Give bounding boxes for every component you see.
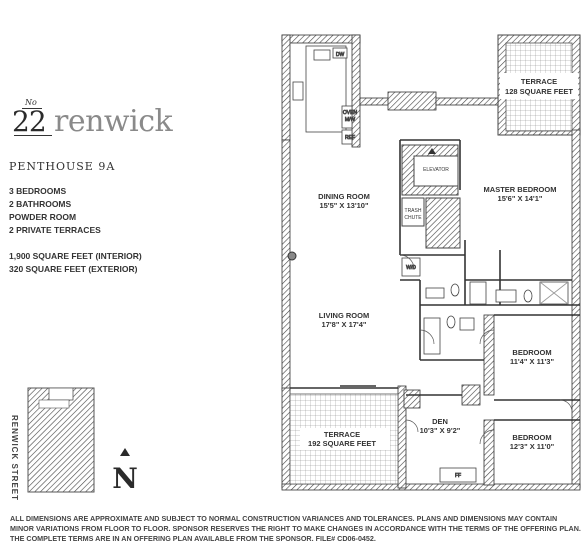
dishwasher-label: DW: [336, 52, 345, 58]
terrace-bottom-size: 192 SQUARE FEET: [308, 439, 376, 448]
feature-item: 2 PRIVATE TERRACES: [9, 225, 101, 235]
refrigerator-icon: [341, 129, 353, 145]
bedroom-3-size: 12'3" X 11'0": [510, 442, 555, 451]
dishwasher-icon: [332, 47, 348, 59]
elevator-arrow-icon: [428, 148, 436, 154]
terrace-top-name: TERRACE: [521, 77, 557, 86]
feature-list: 3 BEDROOMS 2 BATHROOMS POWDER ROOM 2 PRI…: [9, 185, 101, 237]
terrace-top: TERRACE 128 SQUARE FEET: [497, 34, 581, 136]
chute-label: CHUTE: [404, 215, 422, 221]
dining-room-name: DINING ROOM: [318, 192, 370, 201]
closet-label: FF: [455, 473, 461, 479]
hall-sink-icon: [459, 317, 475, 331]
hall-toilet-icon: [446, 315, 456, 329]
hall-bathtub-icon: [423, 317, 441, 355]
compass-letter: N: [112, 462, 138, 495]
bathtub-icon: [469, 281, 487, 305]
terrace-bottom-name: TERRACE: [324, 430, 360, 439]
brand-logo: No 22 renwick: [12, 98, 212, 138]
master-vanity-icon: [495, 289, 517, 303]
door-swings: [399, 254, 573, 445]
bedroom-3-name: BEDROOM: [512, 433, 551, 442]
master-bedroom-name: MASTER BEDROOM: [484, 185, 557, 194]
area-list: 1,900 SQUARE FEET (INTERIOR) 320 SQUARE …: [9, 250, 142, 276]
oven-label: OVEN: [343, 110, 358, 116]
trash-label: TRASH: [405, 208, 422, 214]
washer-dryer-icon: [401, 257, 421, 277]
disclaimer: ALL DIMENSIONS ARE APPROXIMATE AND SUBJE…: [10, 514, 581, 543]
service-rooms: W/D FF: [401, 257, 569, 483]
exterior-walls: [281, 34, 581, 491]
bedroom-2-name: BEDROOM: [512, 348, 551, 357]
area-exterior: 320 SQUARE FEET (EXTERIOR): [9, 264, 138, 274]
oven-icon: [341, 105, 353, 129]
terrace-top-size: 128 SQUARE FEET: [505, 87, 573, 96]
compass-icon: N: [112, 448, 138, 495]
washer-dryer-label: W/D: [406, 265, 416, 271]
room-labels: DINING ROOM 15'5" X 13'10" MASTER BEDROO…: [318, 185, 556, 451]
dining-room-size: 15'5" X 13'10": [319, 201, 368, 210]
living-room-size: 17'8" X 17'4": [322, 320, 367, 329]
brand-name: renwick: [54, 104, 173, 139]
column-icon: [287, 251, 297, 261]
trash-chute: [401, 197, 425, 227]
sink-icon: [313, 49, 331, 61]
microwave-label: M/W: [345, 117, 356, 123]
brand-number: 22: [12, 105, 47, 138]
brand-number-rule: [14, 135, 52, 136]
area-interior: 1,900 SQUARE FEET (INTERIOR): [9, 251, 142, 261]
living-room-name: LIVING ROOM: [319, 311, 369, 320]
number-sign-rule: [22, 108, 42, 109]
interior-walls: [290, 139, 580, 421]
bedroom-2-size: 11'4" X 11'3": [510, 357, 554, 366]
den-closet: [439, 467, 477, 483]
vanity-icon: [425, 287, 445, 299]
toilet-icon: [450, 283, 460, 297]
den-size: 10'3" X 9'2": [420, 426, 461, 435]
terrace-bottom: TERRACE 192 SQUARE FEET: [289, 393, 399, 485]
master-toilet-icon: [523, 289, 533, 303]
feature-item: POWDER ROOM: [9, 212, 77, 222]
key-plan: [27, 387, 95, 493]
master-bedroom-size: 15'6" X 14'1": [498, 194, 543, 203]
number-sign: No: [25, 98, 37, 107]
kitchen: DW OVEN M/W REF: [292, 45, 358, 145]
den-name: DEN: [432, 417, 448, 426]
feature-item: 3 BEDROOMS: [9, 186, 67, 196]
feature-item: 2 BATHROOMS: [9, 199, 72, 209]
refrigerator-label: REF: [345, 135, 355, 141]
unit-title: PENTHOUSE 9A: [9, 160, 116, 173]
elevator-label: ELEVATOR: [423, 167, 449, 173]
elevator-core: ELEVATOR TRASH CHUTE: [401, 144, 461, 249]
